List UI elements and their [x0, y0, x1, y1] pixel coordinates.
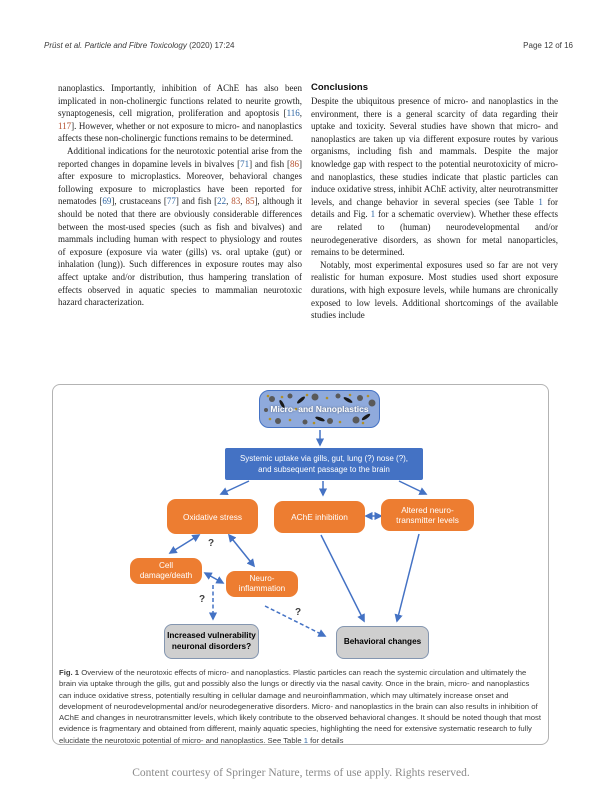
node-label: Cell damage/death — [139, 561, 193, 580]
node-ache-inhibition: AChE inhibition — [274, 501, 365, 533]
body-columns: nanoplastics. Importantly, inhibition of… — [58, 82, 558, 322]
node-label: Micro- and Nanoplastics — [270, 404, 369, 414]
arrow-uptake-to-oxidative — [219, 480, 250, 495]
node-increased-vulnerability: Increased vulnerability neuronal disorde… — [164, 624, 259, 659]
node-label: Oxidative stress — [182, 511, 243, 522]
citation-link[interactable]: 117 — [58, 120, 72, 131]
figure-caption: Fig. 1 Overview of the neurotoxic effect… — [59, 668, 542, 745]
arrow-oxidative-neuroinflammation — [227, 533, 256, 568]
node-label: Neuro-inflammation — [238, 574, 286, 593]
citation-link[interactable]: 83 — [231, 196, 241, 207]
journal-citation-italic: Prüst et al. Particle and Fibre Toxicolo… — [44, 41, 187, 50]
node-altered-neurotransmitter-levels: Altered neuro-transmitter levels — [381, 499, 474, 531]
paragraph: Despite the ubiquitous presence of micro… — [311, 96, 558, 258]
footer-notice: Content courtesy of Springer Nature, ter… — [132, 767, 470, 779]
arrow-uptake-to-neurotransmitter — [398, 480, 428, 495]
node-systemic-uptake: Systemic uptake via gills, gut, lung (?)… — [225, 448, 423, 480]
node-label-line2: and subsequent passage to the brain — [258, 465, 390, 474]
node-label: AChE inhibition — [291, 512, 348, 522]
page-header: Prüst et al. Particle and Fibre Toxicolo… — [44, 41, 573, 50]
node-label: Increased vulnerability neuronal disorde… — [167, 631, 256, 651]
journal-citation-issue: (2020) 17:24 — [186, 41, 235, 50]
question-mark: ? — [208, 538, 215, 549]
citation-link[interactable]: 69 — [102, 196, 112, 207]
node-label: Behavioral changes — [343, 637, 422, 647]
citation-link[interactable]: 85 — [245, 196, 255, 207]
node-label: Altered neuro-transmitter levels — [396, 505, 459, 525]
citation-link[interactable]: 116 — [286, 108, 300, 119]
node-micro-and-nanoplastics: Micro- and Nanoplastics — [259, 390, 380, 428]
plastic-particles-graphic — [264, 393, 376, 425]
node-neuroinflammation: Neuro-inflammation — [226, 571, 298, 597]
paragraph: Additional indications for the neurotoxi… — [58, 145, 302, 308]
journal-citation: Prüst et al. Particle and Fibre Toxicolo… — [44, 41, 234, 50]
citation-link[interactable]: 1 — [538, 196, 543, 207]
node-cell-damage-death: Cell damage/death — [130, 558, 202, 584]
question-mark: ? — [199, 594, 206, 605]
figure-1-panel: Micro- and Nanoplastics Systemic uptake … — [52, 384, 549, 745]
citation-link[interactable]: 71 — [240, 158, 250, 169]
right-column: Conclusions Despite the ubiquitous prese… — [311, 82, 558, 322]
paragraph: Notably, most experimental exposures use… — [311, 259, 558, 321]
arrow-ache-to-behavior — [320, 534, 365, 623]
arrow-cell-neuroinflammation — [203, 572, 225, 584]
citation-link[interactable]: 77 — [166, 196, 176, 207]
node-oxidative-stress: Oxidative stress — [167, 499, 258, 534]
conclusions-heading: Conclusions — [311, 82, 369, 93]
paragraph: nanoplastics. Importantly, inhibition of… — [58, 83, 302, 144]
citation-link[interactable]: 86 — [289, 158, 299, 169]
left-column: nanoplastics. Importantly, inhibition of… — [58, 82, 302, 322]
arrow-oxidative-cell — [168, 534, 201, 554]
node-label-line1: Systemic uptake via gills, gut, lung (?)… — [239, 454, 409, 463]
question-mark: ? — [295, 607, 302, 618]
citation-link[interactable]: 1 — [303, 735, 309, 745]
arrow-neurotransmitter-to-behavior — [394, 533, 420, 623]
citation-link[interactable]: 1 — [370, 209, 376, 220]
node-behavioral-changes: Behavioral changes — [336, 626, 429, 659]
page-number: Page 12 of 16 — [523, 41, 573, 50]
citation-link[interactable]: 22 — [217, 196, 227, 207]
